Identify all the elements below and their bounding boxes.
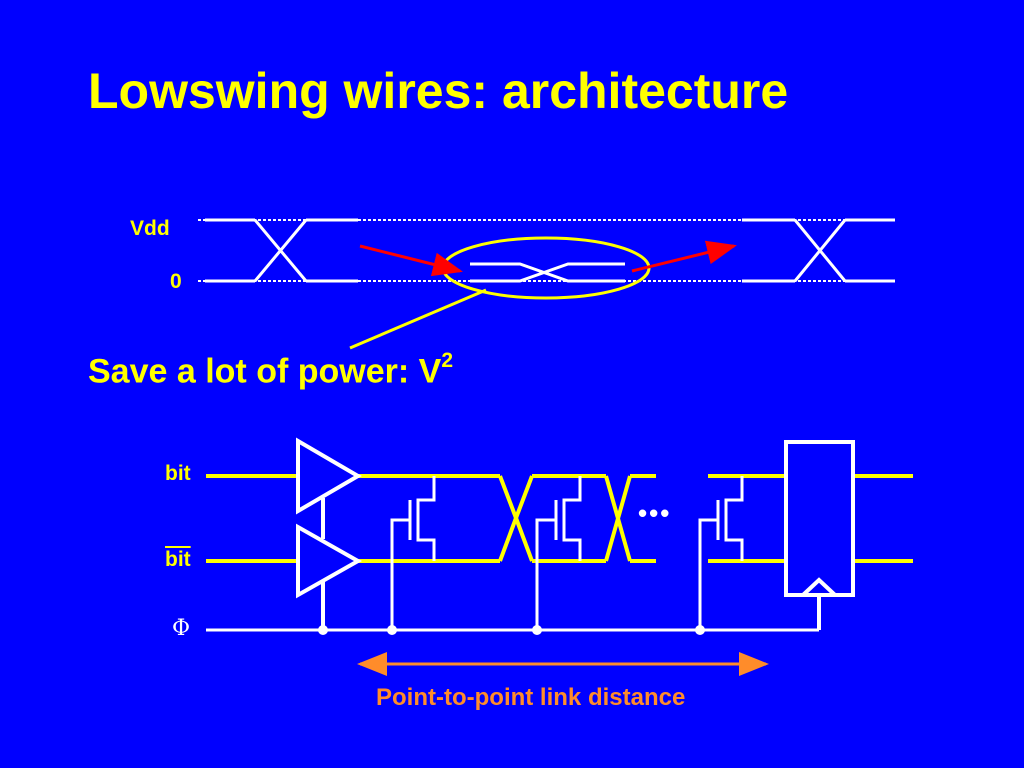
bit-wires bbox=[206, 474, 913, 563]
clock-label: Φ bbox=[172, 616, 191, 641]
power-note-text: Save a lot of power: V bbox=[88, 352, 442, 391]
power-note-superscript: 2 bbox=[441, 349, 453, 372]
driver-buffers bbox=[296, 437, 363, 630]
waveform-lowswing-transition bbox=[470, 262, 625, 283]
red-arrow-right bbox=[631, 240, 737, 273]
clock-junction-dots bbox=[318, 625, 705, 635]
transistor-pair-3 bbox=[698, 476, 744, 630]
ellipsis-icon: ••• bbox=[638, 498, 672, 528]
vdd-label: Vdd bbox=[130, 217, 170, 240]
waveform-left-transition bbox=[205, 218, 358, 283]
bit-driver-icon bbox=[296, 437, 362, 515]
page-title: Lowswing wires: architecture bbox=[88, 63, 789, 119]
zero-label: 0 bbox=[170, 270, 182, 293]
bitbar-driver-icon bbox=[296, 523, 363, 599]
transistor-pair-2 bbox=[535, 476, 582, 630]
link-distance-caption: Point-to-point link distance bbox=[376, 684, 686, 711]
transistor-pair-1 bbox=[390, 476, 436, 630]
receiver-latch bbox=[784, 440, 855, 630]
lowswing-highlight-ellipse bbox=[441, 236, 651, 300]
pointer-line bbox=[349, 288, 487, 350]
bit-label: bit bbox=[165, 462, 191, 485]
red-arrow-left bbox=[359, 244, 463, 277]
power-note: Save a lot of power: V2 bbox=[88, 349, 453, 391]
bitbar-label: bit bbox=[165, 548, 191, 571]
waveform-right-transition bbox=[742, 218, 895, 283]
